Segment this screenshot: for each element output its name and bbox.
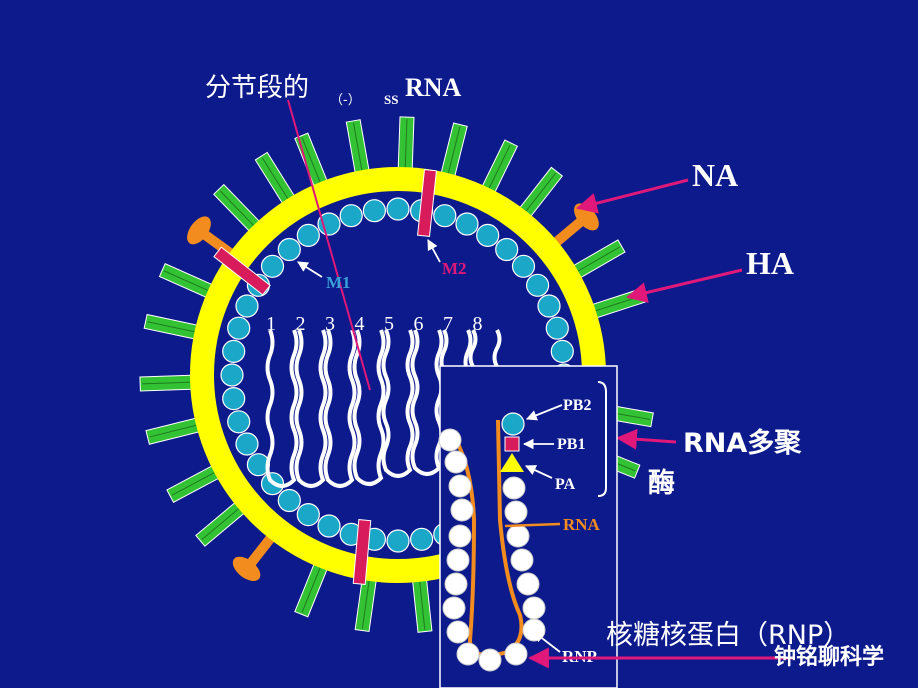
rna-pointer <box>504 522 561 528</box>
m1-bead <box>362 199 386 223</box>
na-label: NA <box>692 157 738 193</box>
m1-bead <box>296 223 320 247</box>
m1-bead <box>220 363 244 387</box>
np-bead <box>510 548 534 572</box>
m1-bead <box>476 223 500 247</box>
na-arrow <box>575 178 689 214</box>
segment-number: 6 <box>414 313 424 335</box>
m1-bead <box>455 212 479 236</box>
m1-bead <box>550 339 574 363</box>
np-bead <box>450 498 474 522</box>
rna-segment <box>323 329 357 488</box>
rnp-pointer <box>533 631 561 653</box>
title-segmented-rna: 分节段的 （-） SS RNA <box>205 73 462 108</box>
segment-number: 4 <box>355 313 365 335</box>
np-bead <box>522 596 546 620</box>
m1-bead <box>222 387 246 411</box>
title-minus: （-） <box>330 93 361 108</box>
rna-polymerase-label-1: RNA多聚 <box>683 428 802 459</box>
m1-bead <box>386 529 410 553</box>
np-bead <box>438 428 462 452</box>
segment-number: 7 <box>443 313 453 335</box>
m1-bead <box>222 339 246 363</box>
m1-bead <box>277 488 301 513</box>
pb2-pointer <box>525 404 563 421</box>
m1-bead <box>235 432 259 456</box>
np-bead <box>442 596 466 620</box>
rna-segment <box>381 329 415 478</box>
title-rna: RNA <box>405 73 462 102</box>
pb1-label: PB1 <box>557 436 585 453</box>
np-bead <box>456 642 480 666</box>
rna-label: RNA <box>563 515 601 534</box>
m1-bead <box>525 273 550 297</box>
title-pointer-line <box>287 99 371 391</box>
m1-bead <box>537 294 561 318</box>
nucleoprotein-beads <box>438 428 546 672</box>
m1-bead <box>511 254 536 278</box>
np-bead <box>448 524 472 548</box>
segment-number: 5 <box>384 313 394 335</box>
np-bead <box>446 620 470 644</box>
segment-number: 3 <box>325 313 335 335</box>
pb1-protein <box>504 436 520 452</box>
np-bead <box>502 476 526 500</box>
np-bead <box>478 648 502 672</box>
m1-bead <box>277 237 301 262</box>
pa-pointer <box>525 465 553 479</box>
m1-bead <box>227 316 251 340</box>
rnp-inset-panel: PB2 PB1 PA RNA RNP <box>438 365 618 688</box>
np-bead <box>444 572 468 596</box>
segment-number: 1 <box>266 313 276 335</box>
rna-segment <box>294 329 328 488</box>
m1-bead <box>410 527 434 551</box>
np-bead <box>506 524 530 548</box>
m1-bead <box>317 212 341 236</box>
np-bead <box>448 474 472 498</box>
rnp-caption: 核糖核蛋白（RNP） <box>606 620 850 651</box>
ha-label: HA <box>746 245 794 281</box>
m1-label: M1 <box>326 273 351 292</box>
m1-bead <box>339 204 363 228</box>
m2-channel <box>352 519 372 585</box>
m1-bead <box>386 197 410 221</box>
pa-protein <box>500 453 524 472</box>
m2-channel <box>213 246 271 296</box>
m1-bead <box>545 316 569 340</box>
ha-spike <box>397 116 415 180</box>
segment-number: 2 <box>296 313 306 335</box>
m1-bead <box>227 410 251 434</box>
title-ss: SS <box>384 92 398 107</box>
m1-bead <box>235 294 259 318</box>
m1-bead <box>433 204 457 228</box>
m2-label: M2 <box>442 259 467 278</box>
ha-arrow <box>625 268 743 303</box>
rna-polymerase-label-2: 酶 <box>648 468 675 499</box>
m1-bead <box>317 514 341 538</box>
segment-number: 8 <box>473 313 483 335</box>
np-bead <box>444 450 468 474</box>
rna-segment <box>352 329 386 486</box>
pb2-protein <box>501 412 525 436</box>
np-bead <box>516 572 540 596</box>
m2-channel <box>417 169 437 237</box>
np-bead <box>446 548 470 572</box>
m1-bead <box>495 237 519 262</box>
pa-label: PA <box>555 476 576 493</box>
m1-pointer <box>297 261 323 278</box>
pb2-label: PB2 <box>563 397 591 414</box>
rna-polymerase-arrow <box>615 428 677 450</box>
np-bead <box>504 642 528 666</box>
m1-bead <box>296 502 320 527</box>
m1-bead <box>260 254 285 278</box>
np-bead <box>504 500 528 524</box>
m2-pointer <box>427 239 441 263</box>
title-text: 分节段的 <box>205 73 309 103</box>
m2-channels <box>213 169 437 585</box>
rna-segment <box>265 329 299 488</box>
polymerase-bracket <box>597 381 607 497</box>
watermark: 钟铭聊科学 <box>774 644 884 670</box>
